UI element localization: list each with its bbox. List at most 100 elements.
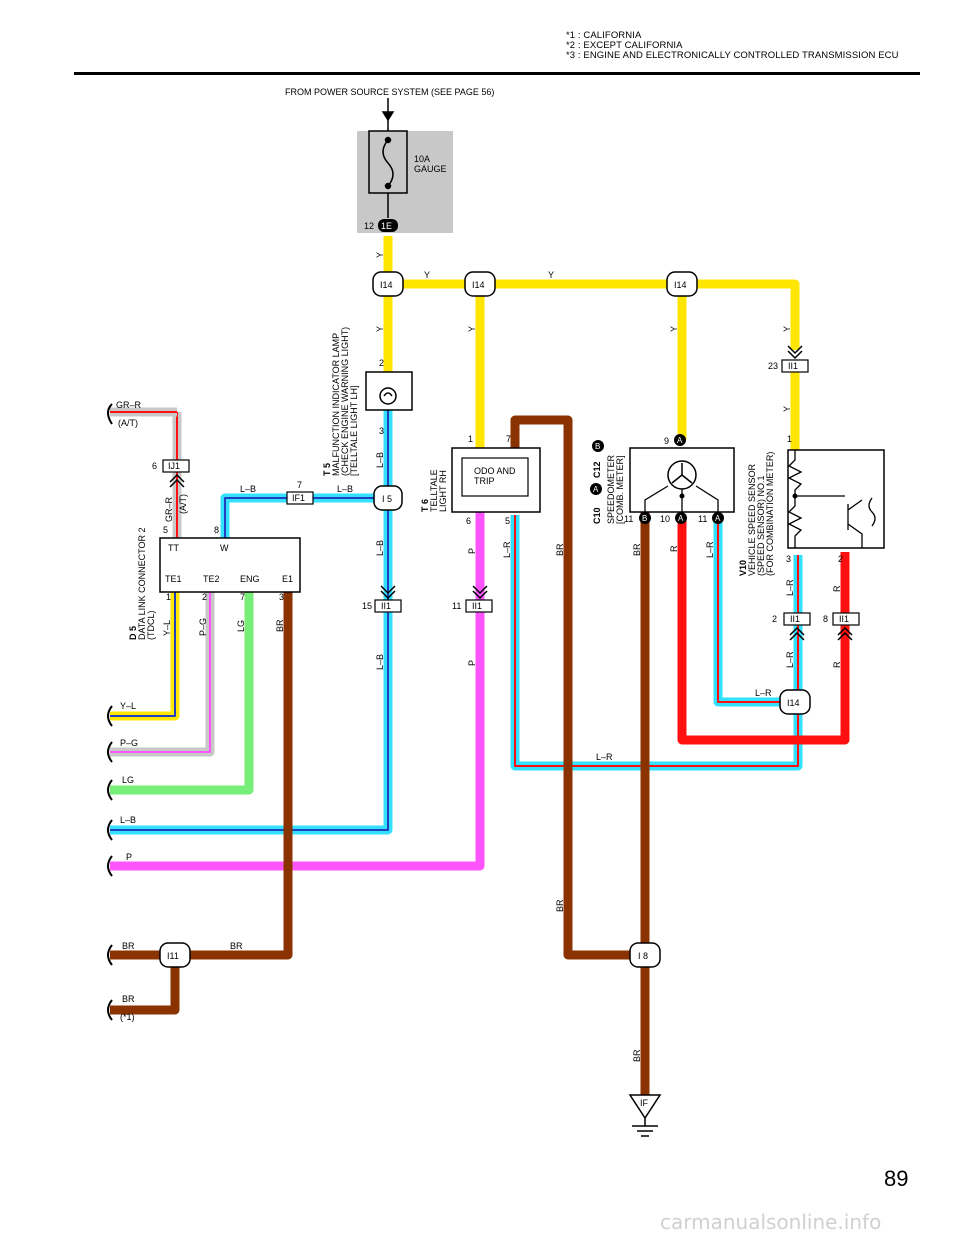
junction-i5: I 5 xyxy=(382,494,392,504)
junction-i14-c: I14 xyxy=(674,280,687,290)
vwire-br: BR xyxy=(632,543,642,556)
left-label-grr: GR–R xyxy=(116,400,142,410)
vwire-y: Y xyxy=(375,326,385,332)
vwire-y: Y xyxy=(782,326,792,332)
r-wire xyxy=(677,520,850,745)
pin-label: 11 xyxy=(624,514,633,524)
left-label-pg: P–G xyxy=(120,738,138,748)
tag-a: A xyxy=(677,436,683,445)
dlc-pin-w: W xyxy=(220,543,229,553)
pin-label: 8 xyxy=(823,614,828,624)
t5-line-2: (CHECK ENGINE WARNING LIGHT) xyxy=(340,327,350,476)
p-wire xyxy=(110,512,485,871)
tag-b: B xyxy=(642,514,647,523)
left-label-lb: L–B xyxy=(120,815,136,825)
pin-label: 5 xyxy=(505,516,510,526)
wire-label-lr: L–R xyxy=(596,752,613,762)
t6-line-2: LIGHT RH xyxy=(438,470,448,512)
pin-label: 5 xyxy=(163,525,168,535)
vwire-lr: L–R xyxy=(502,541,512,558)
vwire-lb: L–B xyxy=(375,452,385,468)
ground-symbol xyxy=(628,1094,662,1137)
left-label-p: P xyxy=(126,852,132,862)
fuse-pin: 12 xyxy=(364,221,374,231)
fuse-rating: 10A xyxy=(414,154,430,164)
vwire-at: (A/T) xyxy=(178,494,188,514)
pin-label: 11 xyxy=(452,601,461,611)
d5-line-1: DATA LINK CONNECTOR 2 xyxy=(137,527,147,640)
pin-label: 3 xyxy=(786,554,791,564)
fuse-connector-1e xyxy=(378,219,398,232)
vwire-r: R xyxy=(669,545,679,552)
footnote-2: *2 : EXCEPT CALIFORNIA xyxy=(566,40,683,51)
junction-i14-a: I14 xyxy=(380,280,393,290)
tag-a: A xyxy=(678,514,684,523)
page-number: 89 xyxy=(884,1166,909,1191)
pin-label: 1 xyxy=(468,434,473,444)
pin-label: 23 xyxy=(768,361,778,371)
pin-label: 6 xyxy=(152,461,157,471)
vwire-p: P xyxy=(467,548,477,554)
dlc-box xyxy=(159,537,301,593)
c10-code: C10 xyxy=(592,507,602,524)
footnotes: *1 : CALIFORNIA *2 : EXCEPT CALIFORNIA *… xyxy=(566,31,899,61)
left-label-yl: Y–L xyxy=(120,701,136,711)
c10-line-2: [COMB. METER] xyxy=(615,455,625,524)
pin-label: 3 xyxy=(279,592,284,602)
vwire-y: Y xyxy=(467,326,477,332)
ground-label: IF xyxy=(640,1098,649,1108)
c12-code: C12 xyxy=(592,461,602,478)
tag-circles xyxy=(590,434,724,524)
pin-label: 1 xyxy=(166,592,171,602)
pin-label: 6 xyxy=(466,516,471,526)
t6-telltale-box xyxy=(451,447,541,513)
t6-inner-line-1: ODO AND xyxy=(474,466,516,476)
fuse-symbol xyxy=(368,130,408,194)
left-label-br: BR xyxy=(122,941,135,951)
left-label-br2: BR xyxy=(122,994,135,1004)
wire-label-br: BR xyxy=(230,941,243,951)
watermark: carmanualsonline.info xyxy=(660,1210,882,1234)
vwire-y: Y xyxy=(782,406,792,412)
t6-code: T 6 xyxy=(420,499,430,512)
c10-line-1: SPEEDOMETER xyxy=(606,454,616,524)
conn-ij1: IJ1 xyxy=(168,461,180,471)
t6-line-1: TELLTALE xyxy=(429,469,439,512)
vwire-br: BR xyxy=(555,899,565,912)
t5-lamp xyxy=(365,371,413,411)
junction-i8: I 8 xyxy=(638,951,648,961)
fuse-connector-label: 1E xyxy=(381,221,392,231)
conn-ii1-a: II1 xyxy=(381,601,391,611)
pin-label: 2 xyxy=(379,358,384,368)
vwire-lr: L–R xyxy=(785,651,795,668)
junction-i11: I11 xyxy=(167,951,179,961)
fuse-name: GAUGE xyxy=(414,164,447,174)
vwire-lr: L–R xyxy=(705,541,715,558)
t5-line-3: [TELLTALE LIGHT LH] xyxy=(349,385,359,476)
pin-label: 8 xyxy=(214,525,219,535)
v10-line-2: (SPEED SENSOR) NO.1 xyxy=(756,475,766,576)
wire-label-lr: L–R xyxy=(755,688,772,698)
br-wires xyxy=(110,415,650,1095)
wire-label-lb: L–B xyxy=(240,484,256,494)
vwire-br: BR xyxy=(275,619,285,632)
vwire-yl: Y–L xyxy=(162,620,172,636)
vwire-lg: LG xyxy=(236,620,246,632)
tag-a: A xyxy=(593,485,599,494)
pin-label: 10 xyxy=(660,514,670,524)
pin-label: 11 xyxy=(698,514,707,524)
footnote-3: *3 : ENGINE AND ELECTRONICALLY CONTROLLE… xyxy=(566,50,899,61)
d5-line-2: (TDCL) xyxy=(146,611,156,641)
dlc-pin-eng: ENG xyxy=(240,574,260,584)
pin-label: 2 xyxy=(202,592,207,602)
dlc-pin-te1: TE1 xyxy=(165,574,182,584)
d5-code: D 5 xyxy=(128,626,138,640)
footnote-1: *1 : CALIFORNIA xyxy=(566,30,642,41)
junction-i14-d: I14 xyxy=(787,698,800,708)
v10-line-1: VEHICLE SPEED SENSOR xyxy=(747,463,757,576)
pin-label: 7 xyxy=(297,480,302,490)
pin-label: 1 xyxy=(787,434,792,444)
pin-label: 2 xyxy=(838,554,843,564)
lr-wires xyxy=(510,515,803,771)
